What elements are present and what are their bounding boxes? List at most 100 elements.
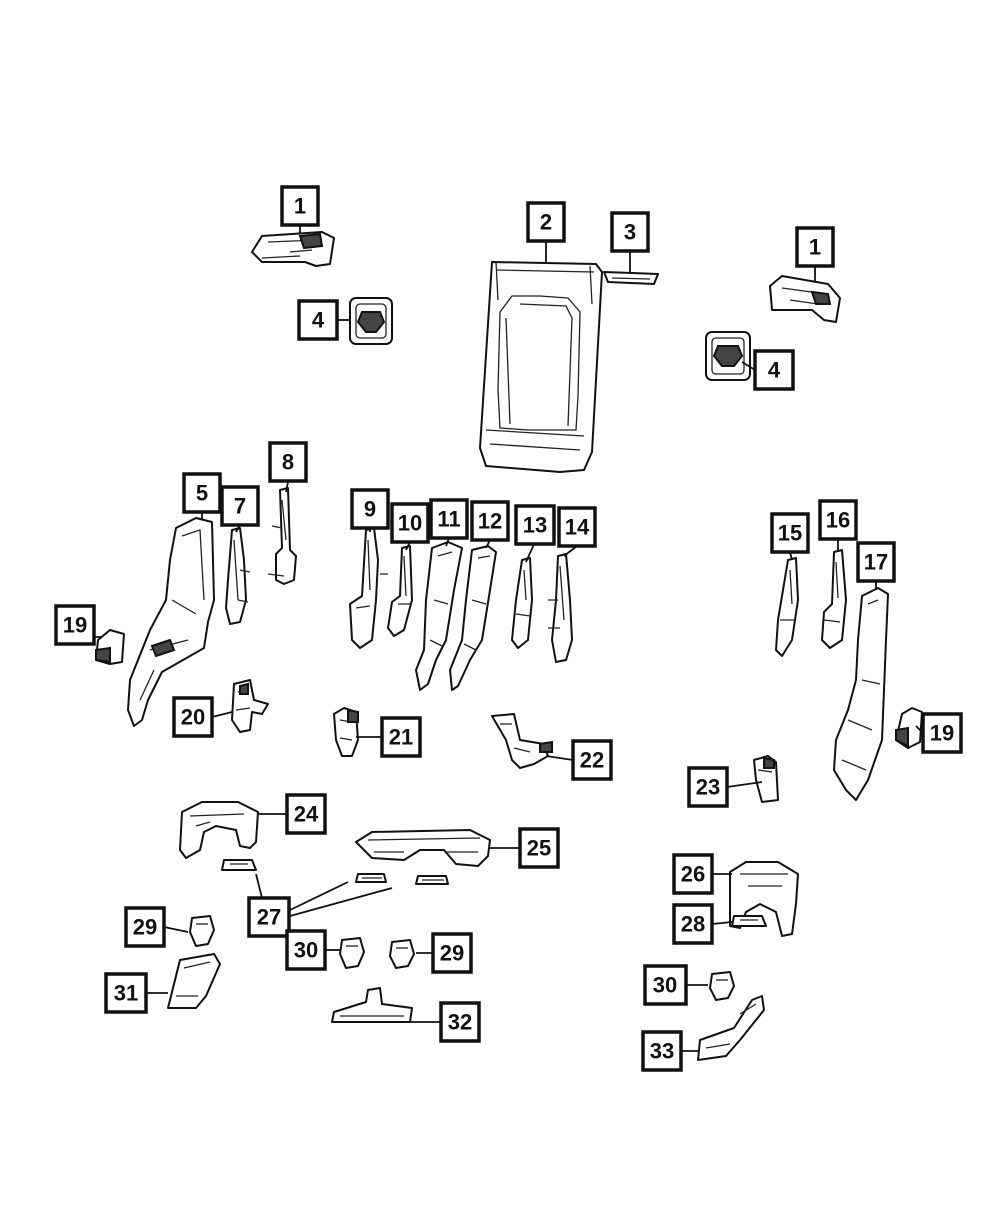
callout-label: 17 [864,550,888,575]
callout-label: 33 [650,1039,674,1064]
part-22-hinge-cover [491,713,553,769]
part-27-clip-c [415,875,449,885]
part-23-bracket-cover [753,755,779,803]
callout-1-left: 1 [280,185,320,227]
callout-1-right: 1 [795,226,835,268]
callout-label: 24 [294,802,319,827]
part-19-left-cap [95,629,125,665]
callout-7: 7 [220,485,260,527]
callout-13: 13 [514,504,556,546]
callout-label: 26 [681,862,705,887]
part-17-side-shield [833,587,889,801]
callout-label: 31 [114,981,138,1006]
callout-14: 14 [557,506,597,548]
callout-label: 1 [809,235,821,260]
part-32-cover [331,987,413,1023]
callout-label: 27 [257,905,281,930]
callout-label: 12 [478,509,502,534]
callout-4-left: 4 [297,299,339,341]
part-11-trim-panel [415,541,463,691]
callout-27: 27 [247,896,291,938]
callout-10: 10 [390,502,430,544]
part-24-bezel [179,801,259,859]
callout-22: 22 [571,739,613,781]
callout-label: 14 [565,515,590,540]
part-9-bracket [349,527,388,649]
callout-16: 16 [818,499,858,541]
part-19-right-cap [895,707,923,749]
callout-8: 8 [268,441,308,483]
callout-label: 16 [826,508,850,533]
callout-23: 23 [687,766,729,808]
callout-label: 1 [294,194,306,219]
leader-lines [94,225,924,1052]
callout-label: 7 [234,494,246,519]
part-29-left-connector [189,915,215,947]
callout-label: 22 [580,748,604,773]
callout-20: 20 [172,696,214,738]
callout-label: 30 [294,938,318,963]
callout-2: 2 [526,201,566,243]
part-20-recliner-cover [231,679,269,733]
part-2-seatback-panel [479,261,603,473]
callout-29-left: 29 [124,906,166,948]
callout-11: 11 [429,498,469,540]
callout-label: 9 [364,497,376,522]
callout-5: 5 [182,472,222,514]
part-1-left [251,231,335,267]
part-27-clip-b [355,873,387,883]
callout-19-right: 19 [921,712,963,754]
part-8-rail [267,487,297,585]
callout-label: 25 [527,836,551,861]
callout-label: 20 [181,705,205,730]
callout-label: 13 [523,513,547,538]
part-16-rail [821,549,847,649]
part-1-right [769,275,841,323]
part-4-left [349,297,393,345]
part-31-cover [167,953,221,1009]
callout-29-right: 29 [431,932,473,974]
callout-30-left: 30 [285,929,327,971]
callout-label: 32 [448,1010,472,1035]
callout-26: 26 [672,853,714,895]
part-27-clip-a [221,859,257,871]
part-3-trim-strip [603,271,659,285]
part-12-trim-panel [449,545,497,691]
callout-label: 4 [312,308,325,333]
callout-17: 17 [856,541,896,583]
callout-4-right: 4 [753,349,795,391]
callout-32: 32 [439,1001,481,1043]
callout-21: 21 [380,716,422,758]
callout-15: 15 [770,512,810,554]
callout-label: 8 [282,450,294,475]
callout-25: 25 [518,827,560,869]
callout-label: 10 [398,511,422,536]
callout-label: 15 [778,521,802,546]
callout-19-left: 19 [54,604,96,646]
part-30-left-connector [339,937,365,969]
callout-label: 19 [930,721,954,746]
callout-33: 33 [641,1030,683,1072]
part-15-bracket [775,557,799,657]
part-10-bracket [387,545,413,637]
callout-label: 19 [63,613,87,638]
part-28-clip [731,915,767,927]
callout-12: 12 [470,500,510,542]
callout-label: 28 [681,912,705,937]
callout-label: 23 [696,775,720,800]
part-7-bracket [225,527,251,625]
callout-30-right: 30 [643,964,688,1006]
callout-label: 4 [768,358,781,383]
part-5-side-shield [127,517,215,727]
part-30-right-connector [709,971,735,1001]
part-14-rail [548,553,573,663]
callout-3: 3 [610,211,650,253]
part-4-right [705,331,751,381]
callout-9: 9 [350,488,390,530]
part-13-bracket [511,557,533,649]
part-33-cover [697,995,765,1061]
callout-24: 24 [285,793,327,835]
callout-label: 29 [133,915,157,940]
part-29-right-connector [389,939,415,969]
callout-label: 5 [196,481,208,506]
